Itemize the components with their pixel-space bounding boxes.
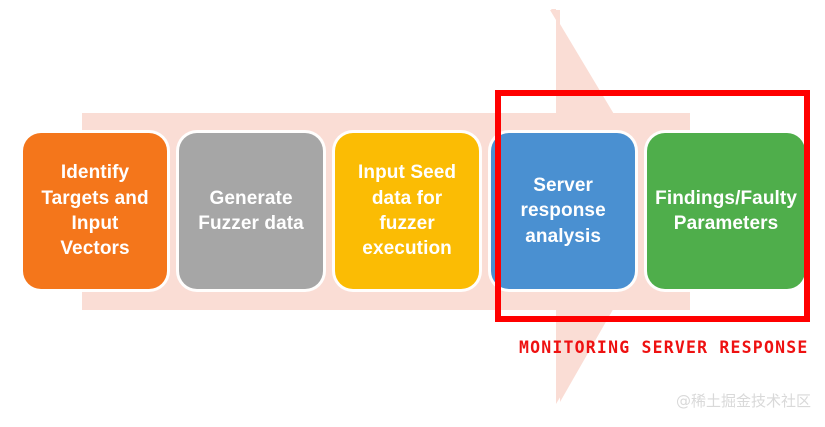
process-step-label: Generate Fuzzer data	[198, 187, 304, 234]
process-step-label: Input Seed data for fuzzer execution	[358, 162, 457, 260]
highlight-caption: MONITORING SERVER RESPONSE	[519, 338, 809, 357]
process-step-label: Findings/Faulty Parameters	[655, 187, 798, 234]
process-step-label: Server response analysis	[520, 175, 606, 247]
process-steps-row: Identify Targets and Input Vectors Gener…	[23, 133, 806, 289]
process-step-input-seed-data[interactable]: Input Seed data for fuzzer execution	[335, 133, 480, 289]
process-step-label: Identify Targets and Input Vectors	[41, 162, 149, 260]
watermark-text: @稀土掘金技术社区	[675, 392, 811, 410]
process-step-identify-targets[interactable]: Identify Targets and Input Vectors	[23, 133, 168, 289]
process-step-findings-faulty-parameters[interactable]: Findings/Faulty Parameters	[647, 133, 806, 289]
process-step-server-response-analysis[interactable]: Server response analysis	[491, 133, 636, 289]
process-step-generate-fuzzer-data[interactable]: Generate Fuzzer data	[179, 133, 324, 289]
